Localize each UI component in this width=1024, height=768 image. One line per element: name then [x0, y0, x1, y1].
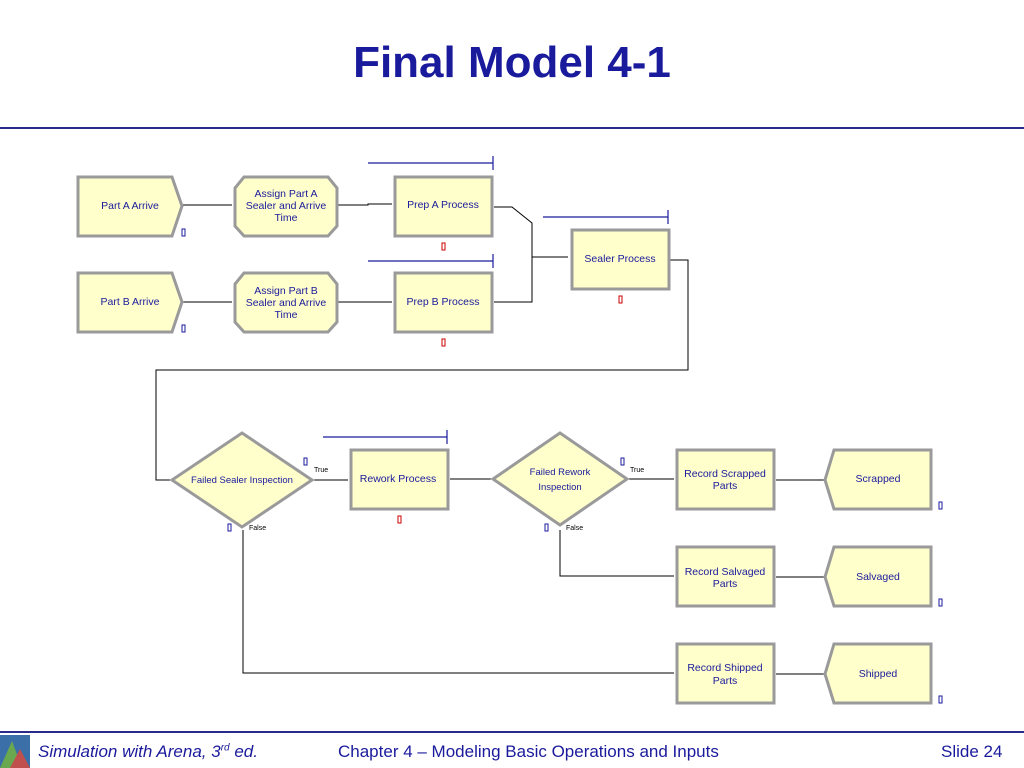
record-module-scrapped[interactable]: Record Scrapped Parts	[675, 448, 776, 511]
failed-rework-true-label: True	[630, 467, 644, 474]
prep-b-label: Prep B Process	[407, 296, 480, 308]
footer-book-title: Simulation with Arena, 3rd ed.	[38, 742, 258, 762]
flowchart-canvas[interactable]: Part A Arrive Part B Arrive Assign Part …	[0, 0, 1024, 730]
footer-book-sup: rd	[220, 742, 230, 754]
failed-rework-line2: Inspection	[538, 482, 581, 493]
assign-a-line3: Time	[275, 212, 298, 224]
footer-slide-number: Slide 24	[941, 742, 1003, 761]
connector-failed-sealer-false-to-record-shipped	[242, 530, 674, 674]
failed-rework-line1: Failed Rework	[530, 467, 591, 478]
counter-failed-rework-true	[620, 457, 625, 466]
counter-failed-rework-false	[544, 523, 549, 532]
counter-salvaged	[938, 598, 943, 607]
failed-sealer-true-label: True	[314, 467, 328, 474]
record-scrapped-line1: Record Scrapped	[684, 468, 766, 480]
queue-bar-rework	[323, 430, 448, 444]
decide-module-failed-sealer[interactable]: Failed Sealer Inspection	[169, 431, 315, 529]
counter-scrapped	[938, 501, 943, 510]
assign-b-line2: Sealer and Arrive	[246, 297, 327, 309]
decide-module-failed-rework[interactable]: Failed Rework Inspection	[490, 431, 630, 527]
arena-logo-icon	[0, 735, 30, 768]
slide-title: Final Model 4-1	[353, 38, 671, 87]
footer-book-prefix: Simulation with Arena, 3	[38, 742, 221, 761]
dispose-module-shipped[interactable]: Shipped	[823, 642, 933, 705]
assign-module-a[interactable]: Assign Part A Sealer and Arrive Time	[233, 175, 339, 238]
footer-book-suffix: ed.	[229, 742, 258, 761]
counters	[181, 228, 943, 704]
create-label-part-a: Part A Arrive	[101, 200, 159, 212]
counter-rework	[397, 515, 402, 524]
connectors	[155, 203, 824, 675]
counter-failed-sealer-false	[227, 523, 232, 532]
record-salvaged-line1: Record Salvaged	[685, 566, 766, 578]
footer-chapter: Chapter 4 – Modeling Basic Operations an…	[338, 742, 719, 761]
title-divider	[0, 127, 1024, 129]
dispose-module-salvaged[interactable]: Salvaged	[823, 545, 933, 608]
footer-divider	[0, 731, 1024, 733]
record-module-salvaged[interactable]: Record Salvaged Parts	[675, 545, 776, 608]
record-shipped-line2: Parts	[713, 675, 738, 687]
dispose-module-scrapped[interactable]: Scrapped	[823, 448, 933, 511]
scrapped-label: Scrapped	[856, 473, 901, 485]
record-module-shipped[interactable]: Record Shipped Parts	[675, 642, 776, 705]
record-shipped-line1: Record Shipped	[687, 662, 762, 674]
connector-assign-a-to-prep-a	[338, 203, 392, 206]
create-label-part-b: Part B Arrive	[101, 296, 160, 308]
failed-sealer-label: Failed Sealer Inspection	[191, 475, 293, 486]
process-module-sealer[interactable]: Sealer Process	[570, 228, 671, 291]
assign-module-b[interactable]: Assign Part B Sealer and Arrive Time	[233, 271, 339, 334]
queue-bars	[323, 156, 669, 444]
failed-rework-false-label: False	[566, 525, 583, 532]
queue-bar-sealer	[543, 210, 669, 224]
prep-a-label: Prep A Process	[407, 199, 479, 211]
counter-prep-a	[441, 242, 446, 251]
failed-sealer-false-label: False	[249, 525, 266, 532]
counter-shipped	[938, 695, 943, 704]
sealer-label: Sealer Process	[584, 253, 655, 265]
create-module-part-b[interactable]: Part B Arrive	[76, 271, 184, 334]
assign-a-line1: Assign Part A	[254, 188, 317, 200]
connector-prep-b-to-sealer	[494, 257, 533, 303]
rework-label: Rework Process	[360, 473, 436, 485]
counter-part-b	[181, 324, 186, 333]
queue-bar-prep-a	[368, 156, 494, 170]
counter-prep-b	[441, 338, 446, 347]
salvaged-label: Salvaged	[856, 571, 900, 583]
assign-b-line3: Time	[275, 309, 298, 321]
process-module-rework[interactable]: Rework Process	[349, 448, 450, 511]
slide-footer: Simulation with Arena, 3rd ed. Chapter 4…	[0, 735, 1024, 768]
record-salvaged-line2: Parts	[713, 578, 738, 590]
process-module-prep-b[interactable]: Prep B Process	[393, 271, 494, 334]
connector-failed-rework-false-to-record-salvaged	[559, 530, 674, 577]
process-module-prep-a[interactable]: Prep A Process	[393, 175, 494, 238]
assign-b-line1: Assign Part B	[254, 285, 318, 297]
counter-part-a	[181, 228, 186, 237]
queue-bar-prep-b	[368, 254, 494, 268]
counter-failed-sealer-true	[303, 457, 308, 466]
assign-a-line2: Sealer and Arrive	[246, 200, 327, 212]
create-module-part-a[interactable]: Part A Arrive	[76, 175, 184, 238]
connector-prep-a-to-sealer	[494, 206, 568, 258]
shipped-label: Shipped	[859, 668, 898, 680]
connector-sealer-to-failed-sealer	[155, 259, 689, 481]
counter-sealer	[618, 295, 623, 304]
record-scrapped-line2: Parts	[713, 480, 738, 492]
